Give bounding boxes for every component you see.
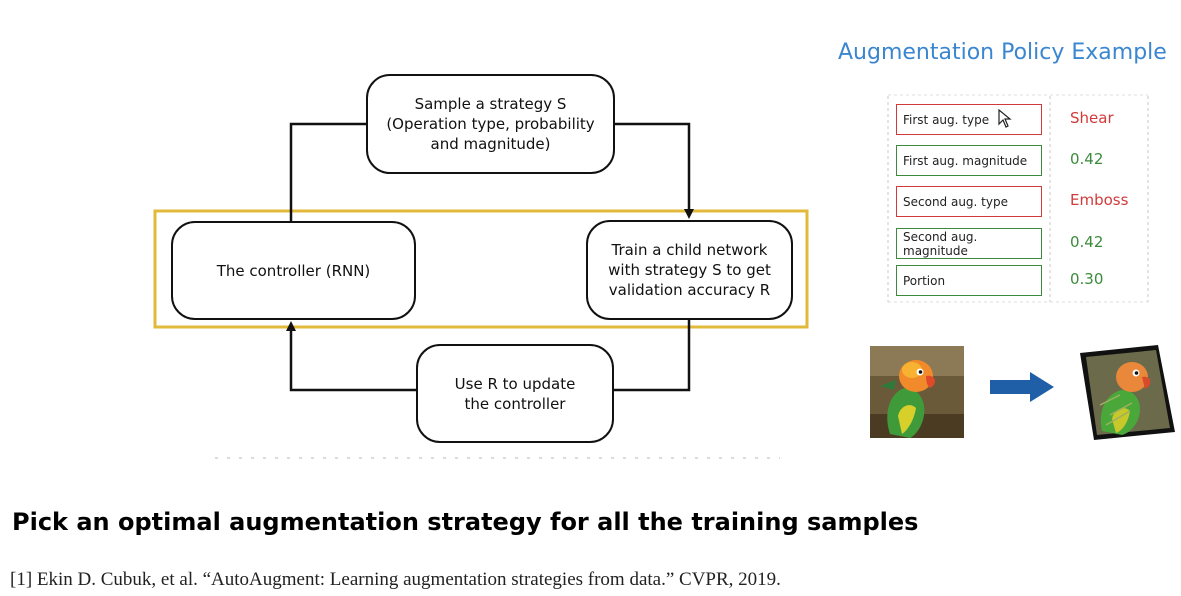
highlight-frame (153, 209, 809, 329)
connector-controller-to-sample (289, 122, 367, 221)
policy-value: 0.42 (1070, 233, 1104, 251)
policy-label-cell: First aug. magnitude (896, 145, 1042, 176)
bird-augmented-image (1080, 345, 1175, 440)
policy-label-cell: First aug. type (896, 104, 1042, 135)
bird-original-image (870, 346, 964, 438)
policy-value: Shear (1070, 109, 1114, 127)
update-controller-box: Use R to update the controller (416, 344, 614, 443)
connector-update-to-controller (286, 321, 418, 392)
connector-sample-to-train (613, 122, 694, 219)
policy-label-cell: Second aug. magnitude (896, 228, 1042, 259)
controller-box: The controller (RNN) (171, 221, 416, 320)
transform-arrow (990, 372, 1054, 402)
policy-value: 0.30 (1070, 270, 1104, 288)
train-child-network-box: Train a child network with strategy S to… (586, 220, 793, 320)
policy-label-cell: Second aug. type (896, 186, 1042, 217)
policy-value: Emboss (1070, 191, 1129, 209)
sample-strategy-box: Sample a strategy S (Operation type, pro… (366, 74, 615, 174)
policy-title: Augmentation Policy Example (838, 40, 1167, 65)
mouse-cursor-icon (998, 109, 1012, 128)
main-heading: Pick an optimal augmentation strategy fo… (12, 508, 919, 536)
connector-train-to-update (612, 320, 691, 392)
citation: [1] Ekin D. Cubuk, et al. “AutoAugment: … (10, 569, 781, 590)
policy-value: 0.42 (1070, 150, 1104, 168)
policy-label-cell: Portion (896, 265, 1042, 296)
